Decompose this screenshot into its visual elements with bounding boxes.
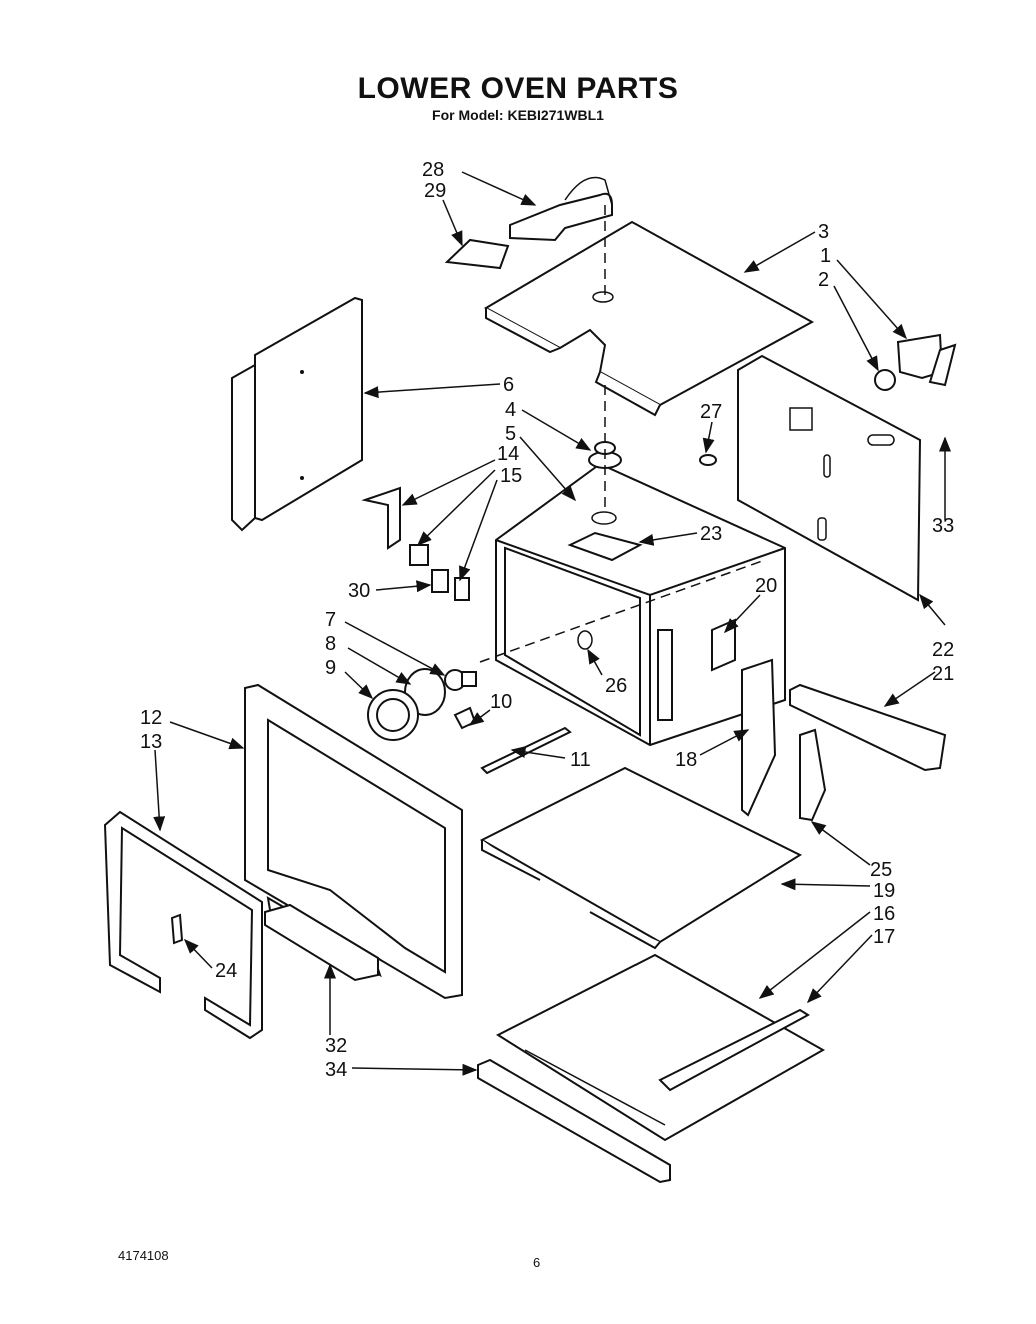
callout-22: 22 [932,639,954,661]
vent-gasket [588,441,717,469]
callout-19: 19 [873,880,895,902]
vent-duct [444,176,613,270]
oven-rack [495,953,826,1142]
callout-4: 4 [505,399,516,421]
callout-34: 34 [325,1059,347,1081]
callout-13: 13 [140,731,162,753]
callout-labels: 28 29 3 1 2 6 4 5 27 33 14 15 23 30 20 7… [140,159,954,1081]
callout-29: 29 [424,180,446,202]
callout-18: 18 [675,749,697,771]
callout-32: 32 [325,1035,347,1057]
callout-27: 27 [700,401,722,423]
callout-33: 33 [932,515,954,537]
callout-5: 5 [505,423,516,445]
left-side-panel [231,296,363,532]
door-trim [264,903,379,982]
leader-lines [153,171,951,1076]
callout-10: 10 [490,691,512,713]
callout-16: 16 [873,903,895,925]
callout-17: 17 [873,926,895,948]
switch-parts [361,486,470,601]
callout-9: 9 [325,657,336,679]
callout-1: 1 [820,245,831,267]
oven-lamp [367,668,477,741]
callout-12: 12 [140,707,162,729]
hinge-parts [741,658,947,822]
page-number: 6 [533,1255,541,1270]
callout-30: 30 [348,580,370,602]
model-subtitle: For Model: KEBI271WBL1 [432,107,604,123]
callout-25: 25 [870,859,892,881]
callout-6: 6 [503,374,514,396]
callout-7: 7 [325,609,336,631]
callout-8: 8 [325,633,336,655]
rear-panel [737,354,922,602]
bottom-panel [479,766,803,950]
callout-3: 3 [818,221,829,243]
door-gasket [103,810,263,1040]
bottom-trim [477,1058,671,1184]
top-panel [483,220,815,417]
callout-11: 11 [570,749,591,771]
document-number: 4174108 [118,1248,169,1263]
callout-2: 2 [818,269,829,291]
oven-liner [495,462,786,747]
callout-20: 20 [755,575,777,597]
top-brackets [874,333,957,391]
rack-support [453,706,572,775]
callout-15: 15 [500,465,522,487]
callout-28: 28 [422,159,444,181]
page-title: LOWER OVEN PARTS [357,72,679,105]
callout-14: 14 [497,443,519,465]
centerline-lamp [479,559,766,663]
callout-24: 24 [215,960,237,982]
callout-21: 21 [932,663,954,685]
callout-23: 23 [700,523,722,545]
callout-26: 26 [605,675,627,697]
